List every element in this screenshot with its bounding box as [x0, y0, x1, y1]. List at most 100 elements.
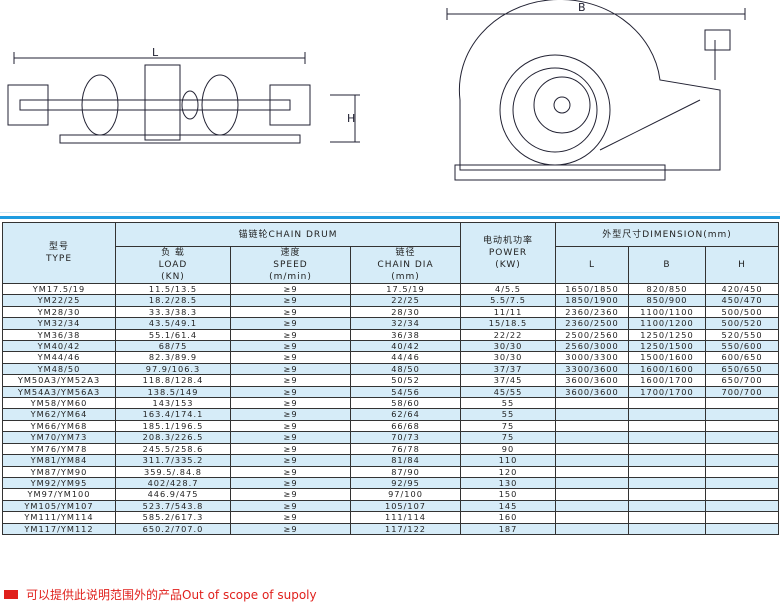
cell-load: 311.7/335.2 [115, 454, 231, 467]
cell-l: 2360/2500 [555, 317, 630, 330]
cell-power: 45/55 [460, 385, 557, 399]
cell-chain-dia: 70/73 [349, 431, 462, 444]
cell-chain-dia: 111/114 [349, 511, 462, 524]
cell-power: 22/22 [460, 328, 557, 342]
cell-speed: ≥9 [230, 454, 351, 467]
cell-speed: ≥9 [230, 465, 351, 478]
cell-h [705, 408, 780, 421]
cell-h: 600/650 [705, 351, 780, 364]
cell-l [555, 431, 630, 444]
cell-power: 55 [460, 397, 557, 410]
header-h: H [705, 246, 780, 284]
cell-type: YM58/YM60 [2, 397, 116, 410]
cell-load: 118.8/128.4 [115, 374, 231, 387]
cell-l: 1850/1900 [555, 294, 630, 307]
cell-b [628, 488, 707, 501]
cell-h: 650/650 [705, 362, 780, 376]
side-view-drawing [446, 0, 746, 181]
cell-type: YM117/YM112 [2, 522, 116, 535]
cell-chain-dia: 117/122 [349, 522, 462, 535]
cell-l [555, 454, 630, 467]
cell-type: YM92/YM95 [2, 476, 116, 490]
cell-load: 208.3/226.5 [115, 431, 231, 444]
cell-power: 5.5/7.5 [460, 294, 557, 307]
cell-h [705, 511, 780, 524]
cell-b [628, 511, 707, 524]
cell-speed: ≥9 [230, 511, 351, 524]
cell-load: 55.1/61.4 [115, 328, 231, 342]
cell-speed: ≥9 [230, 328, 351, 342]
cell-h: 500/520 [705, 317, 780, 330]
cell-h [705, 488, 780, 501]
cell-speed: ≥9 [230, 305, 351, 319]
cell-power: 37/45 [460, 374, 557, 387]
cell-chain-dia: 97/100 [349, 488, 462, 501]
cell-b [628, 419, 707, 433]
cell-power: 145 [460, 499, 557, 513]
cell-type: YM81/YM84 [2, 454, 116, 467]
cell-b: 1500/1600 [628, 351, 707, 364]
cell-type: YM111/YM114 [2, 511, 116, 524]
cell-b [628, 454, 707, 467]
cell-b [628, 397, 707, 410]
cell-h: 520/550 [705, 328, 780, 342]
cell-l: 2360/2360 [555, 305, 630, 319]
dimension-label-b: B [578, 1, 586, 14]
cell-type: YM70/YM73 [2, 431, 116, 444]
cell-power: 75 [460, 419, 557, 433]
header-chain-drum: 锚链轮CHAIN DRUM [114, 222, 462, 247]
cell-type: YM76/YM78 [2, 442, 116, 456]
cell-type: YM17.5/19 [2, 282, 116, 296]
cell-speed: ≥9 [230, 351, 351, 364]
cell-l: 3600/3600 [555, 385, 630, 399]
cell-l: 1650/1850 [555, 282, 630, 296]
red-square-icon [4, 590, 18, 599]
cell-b [628, 499, 707, 513]
cell-h [705, 454, 780, 467]
dimension-label-l: L [152, 46, 159, 59]
cell-load: 650.2/707.0 [115, 522, 231, 535]
cell-l: 3000/3300 [555, 351, 630, 364]
cell-speed: ≥9 [230, 499, 351, 513]
cell-b: 1100/1100 [628, 305, 707, 319]
cell-b [628, 465, 707, 478]
cell-h: 550/600 [705, 340, 780, 353]
cell-chain-dia: 54/56 [349, 385, 462, 399]
cell-load: 138.5/149 [115, 385, 231, 399]
cell-power: 55 [460, 408, 557, 421]
cell-h [705, 499, 780, 513]
cell-h: 650/700 [705, 374, 780, 387]
cell-type: YM36/38 [2, 328, 116, 342]
cell-l [555, 397, 630, 410]
cell-h [705, 476, 780, 490]
cell-power: 11/11 [460, 305, 557, 319]
cell-l [555, 499, 630, 513]
cell-b [628, 522, 707, 535]
header-b: B [628, 246, 707, 284]
cell-load: 11.5/13.5 [115, 282, 231, 296]
cell-load: 97.9/106.3 [115, 362, 231, 376]
cell-b: 850/900 [628, 294, 707, 307]
cell-load: 82.3/89.9 [115, 351, 231, 364]
cell-speed: ≥9 [230, 294, 351, 307]
divider-accent [0, 216, 780, 219]
cell-b [628, 442, 707, 456]
cell-speed: ≥9 [230, 476, 351, 490]
divider-light [0, 212, 780, 213]
cell-chain-dia: 76/78 [349, 442, 462, 456]
cell-load: 33.3/38.3 [115, 305, 231, 319]
cell-speed: ≥9 [230, 362, 351, 376]
cell-speed: ≥9 [230, 374, 351, 387]
cell-load: 359.5/.84.8 [115, 465, 231, 478]
cell-h: 420/450 [705, 282, 780, 296]
